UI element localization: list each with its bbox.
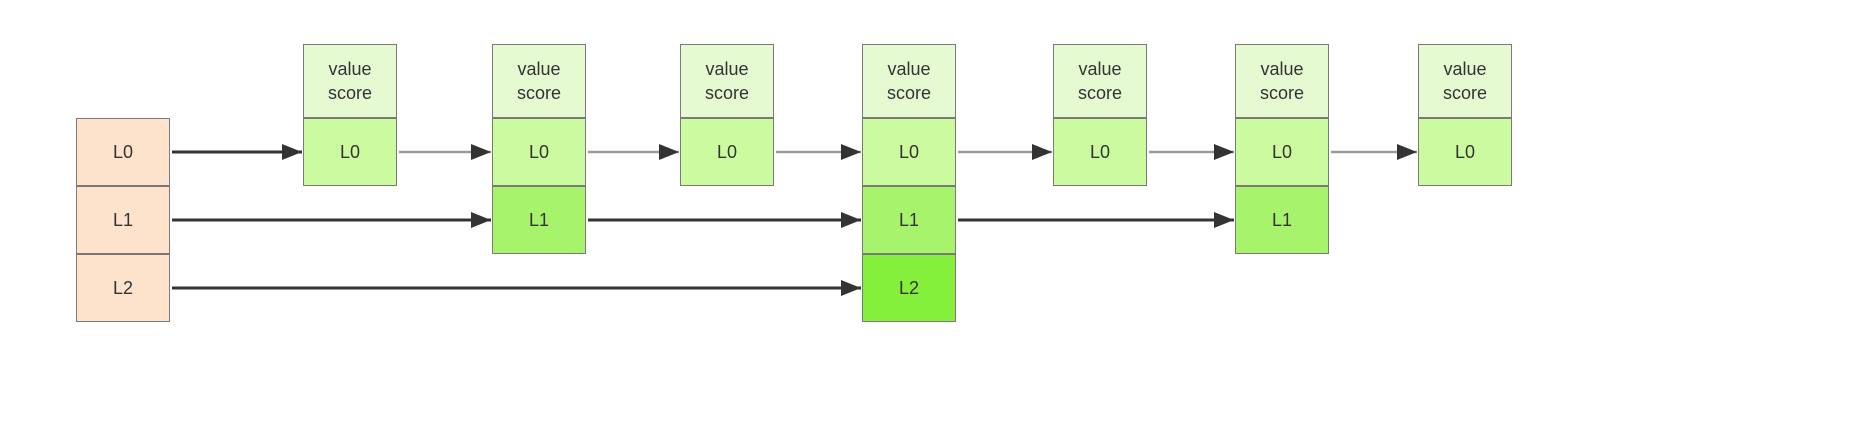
node-score-label: score <box>1442 83 1487 103</box>
node-score-label: score <box>516 83 561 103</box>
node-value-label: value <box>1443 58 1487 79</box>
node-3-header: value score <box>680 44 774 118</box>
node-score-label: score <box>327 83 372 103</box>
node-4-level-1: L1 <box>862 186 956 254</box>
head-level-1: L1 <box>76 186 170 254</box>
node-score-label: score <box>886 83 931 103</box>
node-value-label: value <box>517 58 561 79</box>
node-7-level-0: L0 <box>1418 118 1512 186</box>
node-6-header: value score <box>1235 44 1329 118</box>
node-2-header: value score <box>492 44 586 118</box>
node-2-level-1: L1 <box>492 186 586 254</box>
node-2-level-0: L0 <box>492 118 586 186</box>
node-value-label: value <box>328 58 372 79</box>
node-value-label: value <box>887 58 931 79</box>
node-5-header: value score <box>1053 44 1147 118</box>
node-value-label: value <box>1260 58 1304 79</box>
node-4-level-2: L2 <box>862 254 956 322</box>
node-value-label: value <box>1078 58 1122 79</box>
node-5-level-0: L0 <box>1053 118 1147 186</box>
node-score-label: score <box>1077 83 1122 103</box>
node-1-header: value score <box>303 44 397 118</box>
node-score-label: score <box>1259 83 1304 103</box>
node-6-level-0: L0 <box>1235 118 1329 186</box>
node-value-label: value <box>705 58 749 79</box>
node-4-level-0: L0 <box>862 118 956 186</box>
node-7-header: value score <box>1418 44 1512 118</box>
node-4-header: value score <box>862 44 956 118</box>
head-level-2: L2 <box>76 254 170 322</box>
node-1-level-0: L0 <box>303 118 397 186</box>
node-3-level-0: L0 <box>680 118 774 186</box>
node-6-level-1: L1 <box>1235 186 1329 254</box>
node-score-label: score <box>704 83 749 103</box>
head-level-0: L0 <box>76 118 170 186</box>
